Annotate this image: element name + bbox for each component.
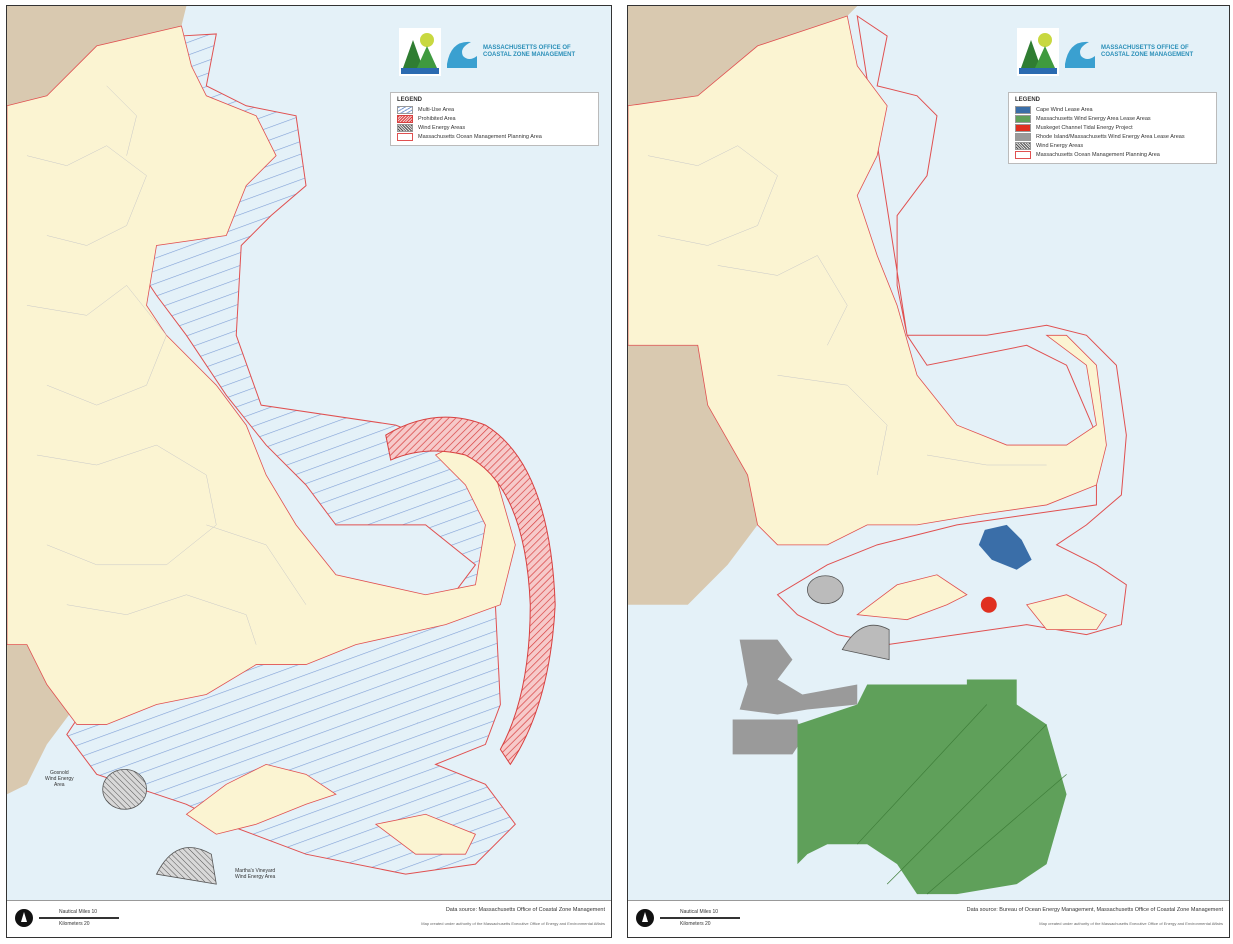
marthas-vineyard-wind-area [155, 847, 217, 885]
north-arrow-icon [636, 909, 654, 927]
massachusetts-land [7, 25, 516, 725]
right-map-panel: Massachusetts Office of Coastal Zone Man… [627, 5, 1230, 938]
legend-label: Wind Energy Areas [418, 124, 466, 131]
swatch-icon [1015, 123, 1031, 132]
legend-item: Rhode Island/Massachusetts Wind Energy A… [1015, 132, 1210, 141]
ma-wind-lease-area [797, 679, 1067, 895]
logo-text: Massachusetts Office of Coastal Zone Man… [1101, 45, 1194, 58]
swatch-icon [1015, 141, 1031, 150]
marthas-vineyard [856, 574, 968, 621]
legend-label: Muskeget Channel Tidal Energy Project [1036, 124, 1133, 131]
left-footer: Nautical Miles 10 Kilometers 20 Data sou… [7, 900, 611, 937]
swatch-icon [397, 114, 413, 123]
legend-title: LEGEND [1015, 97, 1041, 103]
rhode-island-land [628, 345, 758, 605]
legend-label: Prohibited Area [418, 115, 456, 122]
swatch-icon [397, 105, 413, 114]
wave-logo-icon [1065, 41, 1095, 68]
left-legend: LEGEND Multi-Use Area Prohibited Area Wi… [390, 92, 599, 146]
legend-item: Wind Energy Areas [1015, 141, 1210, 150]
nantucket [374, 813, 476, 855]
legend-label: Cape Wind Lease Area [1036, 106, 1093, 113]
map-credit: Map created under authority of the Massa… [1039, 921, 1223, 926]
multi-use-area [66, 33, 516, 875]
swatch-icon [1015, 105, 1031, 114]
ri-ma-lease-area-south [732, 719, 803, 755]
czm-logo: Massachusetts Office of Coastal Zone Man… [1017, 28, 1211, 76]
legend-item: Massachusetts Wind Energy Area Lease Are… [1015, 114, 1210, 123]
gosnold-wind-area [807, 575, 844, 605]
scale-miles: Nautical Miles 10 [680, 909, 719, 915]
new-hampshire-land [7, 6, 187, 106]
marthas-vineyard-wind-area [841, 624, 890, 661]
map-credit: Map created under authority of the Massa… [421, 921, 605, 926]
muskeget-tidal-project [980, 596, 997, 613]
right-legend: LEGEND Cape Wind Lease Area Massachusett… [1008, 92, 1217, 164]
wave-logo-icon [447, 41, 477, 68]
tree-logo-icon [1017, 28, 1059, 76]
planning-area-outline [776, 14, 1127, 646]
scale-miles: Nautical Miles 10 [59, 909, 98, 915]
cape-wind-lease-area [978, 524, 1032, 570]
scale-bar: Nautical Miles 10 Kilometers 20 [39, 907, 134, 931]
legend-label: Multi-Use Area [418, 106, 455, 113]
scale-km: Kilometers 20 [59, 921, 90, 927]
left-map [7, 6, 611, 937]
scale-km: Kilometers 20 [680, 921, 711, 927]
new-hampshire-land [628, 6, 858, 106]
north-arrow-icon [15, 909, 33, 927]
swatch-icon [1015, 150, 1031, 159]
legend-item: Prohibited Area [397, 114, 592, 123]
nantucket [1025, 594, 1107, 631]
ri-ma-lease-area-north [739, 639, 858, 715]
prohibited-area [385, 416, 556, 766]
legend-label: Wind Energy Areas [1036, 142, 1084, 149]
town-boundaries [647, 145, 1047, 476]
gosnold-wind-area [102, 768, 147, 810]
czm-logo: Massachusetts Office of Coastal Zone Man… [399, 28, 593, 76]
legend-item: Massachusetts Ocean Management Planning … [1015, 150, 1210, 159]
legend-item: Wind Energy Areas [397, 123, 592, 132]
massachusetts-land [628, 15, 1107, 546]
tree-logo-icon [399, 28, 441, 76]
legend-label: Massachusetts Ocean Management Planning … [1036, 151, 1160, 158]
right-footer: Nautical Miles 10 Kilometers 20 Data sou… [628, 900, 1229, 937]
data-credit: Data source: Bureau of Ocean Energy Mana… [966, 907, 1223, 913]
swatch-icon [1015, 114, 1031, 123]
swatch-icon [397, 123, 413, 132]
legend-label: Massachusetts Wind Energy Area Lease Are… [1036, 115, 1151, 122]
town-boundaries [26, 85, 307, 645]
legend-item: Multi-Use Area [397, 105, 592, 114]
logo-text: Massachusetts Office of Coastal Zone Man… [483, 45, 576, 58]
legend-title: LEGEND [397, 97, 423, 103]
legend-label: Rhode Island/Massachusetts Wind Energy A… [1036, 133, 1185, 140]
swatch-icon [397, 132, 413, 141]
legend-label: Massachusetts Ocean Management Planning … [418, 133, 542, 140]
marthas-vineyard [185, 763, 337, 835]
lease-boundaries [856, 704, 1067, 895]
scale-bar: Nautical Miles 10 Kilometers 20 [660, 907, 755, 931]
legend-item: Massachusetts Ocean Management Planning … [397, 132, 592, 141]
legend-item: Muskeget Channel Tidal Energy Project [1015, 123, 1210, 132]
swatch-icon [1015, 132, 1031, 141]
legend-item: Cape Wind Lease Area [1015, 105, 1210, 114]
data-credit: Data source: Massachusetts Office of Coa… [445, 907, 605, 913]
